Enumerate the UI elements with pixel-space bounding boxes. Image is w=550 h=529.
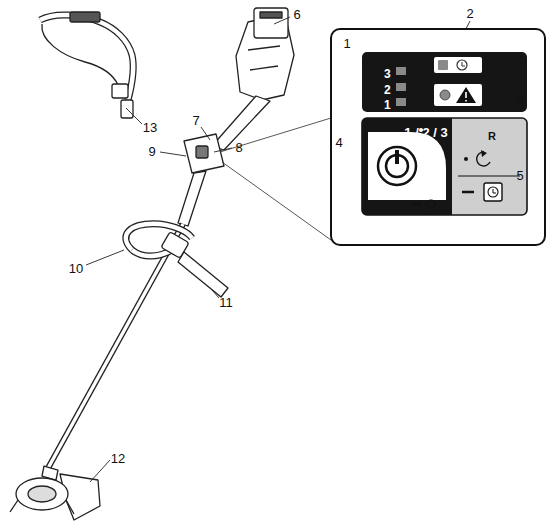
shaft-joint	[178, 171, 206, 226]
led	[396, 83, 406, 91]
leader-line	[90, 460, 110, 482]
warning-lamp	[440, 90, 450, 100]
callout-number: 3	[516, 93, 523, 106]
long-press-bar	[413, 203, 422, 206]
callout-number: 13	[143, 121, 157, 134]
mode-indicator	[434, 57, 482, 73]
warning-indicator	[434, 84, 482, 106]
short-press-dot	[464, 157, 468, 161]
inset-ground	[331, 29, 545, 245]
callout-number: 12	[111, 452, 125, 465]
switch-panel	[196, 146, 208, 158]
buckle	[112, 84, 128, 98]
nylon-line	[10, 500, 74, 514]
power-button	[378, 147, 416, 185]
button-panel-grey	[452, 118, 527, 215]
auto-mode-button	[484, 183, 502, 201]
strap	[40, 15, 133, 100]
callout-number: 6	[293, 8, 300, 21]
shaft	[47, 224, 183, 470]
auto-icon	[462, 62, 465, 66]
callout-number: 10	[69, 262, 83, 275]
auto-icon	[488, 187, 498, 197]
leader-line	[274, 17, 290, 24]
shaft	[47, 224, 183, 470]
housing-detail	[248, 46, 280, 70]
handle-grip	[178, 252, 228, 297]
leader-line	[201, 127, 210, 140]
button-ground	[368, 132, 446, 200]
battery-latch	[260, 12, 282, 18]
indicator-panel	[362, 52, 527, 112]
callout-number: 4	[335, 136, 342, 149]
battery	[254, 8, 288, 38]
callout-number: 7	[192, 114, 199, 127]
panel-marking: 2	[384, 84, 391, 96]
inset-panel: 3 2 1 1 / 2 / 3 R	[330, 28, 546, 246]
panel-marking: 3	[384, 68, 391, 80]
strap	[40, 15, 133, 100]
button-panel	[362, 118, 527, 215]
off-icon	[427, 200, 435, 208]
long-press-bar	[462, 191, 474, 194]
trimmer	[10, 8, 294, 520]
callout-number: 5	[516, 169, 523, 182]
callout-number: 9	[148, 145, 155, 158]
warning-symbol	[465, 92, 467, 102]
auto-icon	[457, 60, 467, 70]
panel-marking: 1	[384, 99, 391, 111]
cutting-head	[16, 478, 68, 510]
panel-marking: R	[488, 131, 496, 142]
callout-number: 8	[235, 141, 242, 154]
callout-number: 11	[219, 296, 233, 309]
divider	[458, 176, 520, 177]
leader-lines	[86, 17, 513, 482]
led	[396, 98, 406, 106]
switch-box	[184, 134, 224, 173]
mode-lamp	[438, 60, 448, 70]
leader-line	[212, 290, 219, 298]
warning-symbol	[456, 87, 476, 103]
panel-marking: 1 / 2 / 3	[404, 126, 447, 139]
callout-number: 1	[343, 37, 350, 50]
leader-line	[160, 152, 186, 156]
button-panel-black	[362, 118, 452, 215]
leader-line	[126, 108, 142, 124]
zoom-line	[220, 118, 331, 240]
callout-number: 2	[466, 7, 473, 20]
power-icon	[395, 150, 399, 164]
leader-line	[86, 250, 124, 265]
strap-pad	[70, 12, 100, 22]
led	[396, 67, 406, 75]
auto-icon	[493, 189, 496, 193]
strap	[42, 24, 118, 85]
reverse-icon	[481, 150, 487, 157]
cutting-head-cap	[28, 486, 56, 502]
